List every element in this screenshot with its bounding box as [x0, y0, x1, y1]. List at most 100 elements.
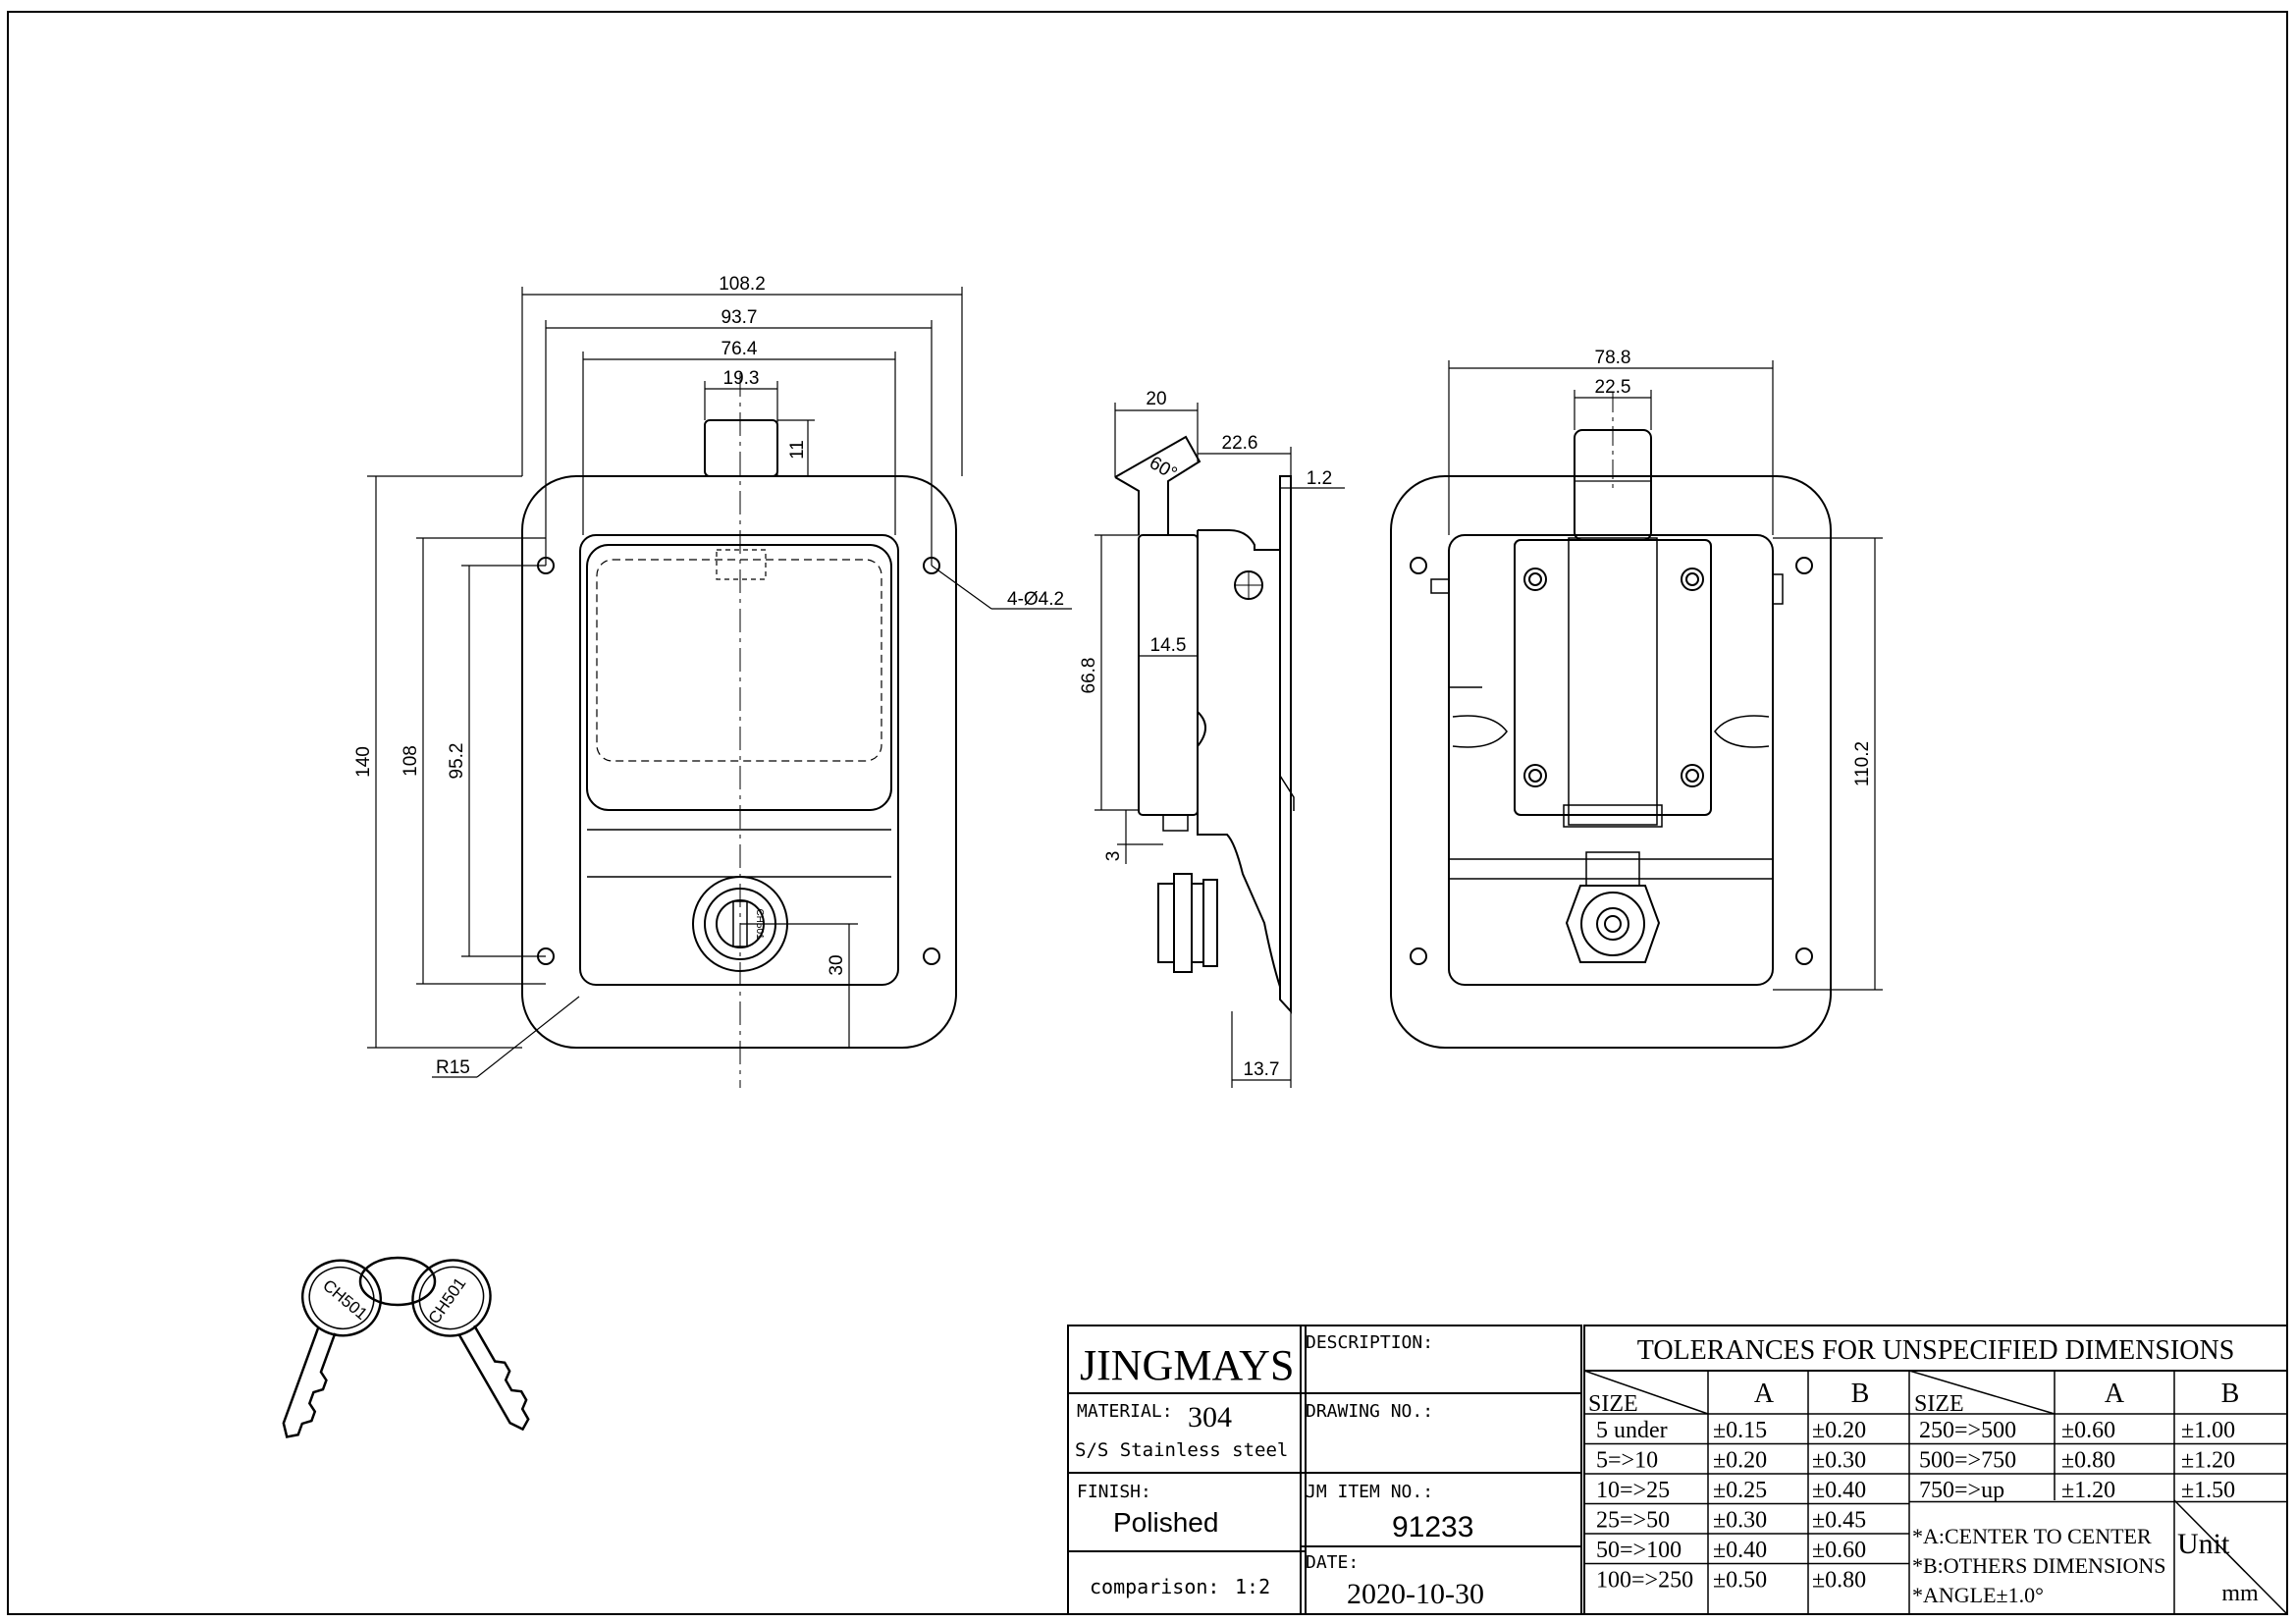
comparison-label: comparison: [1090, 1575, 1219, 1598]
tolerance-size: 750=>up [1919, 1478, 2004, 1503]
tolerance-b: ±0.40 [1812, 1478, 1866, 1503]
back-pan [1448, 534, 1774, 986]
key-right-label: CH501 [425, 1274, 470, 1327]
side-view [1095, 403, 1345, 1088]
tolerance-b: ±0.30 [1812, 1448, 1866, 1474]
material-label: MATERIAL: [1077, 1401, 1173, 1422]
dim-depth: 22.6 [1222, 433, 1258, 454]
comparison-value: 1:2 [1235, 1575, 1270, 1598]
tolerance-b: ±1.00 [2181, 1418, 2235, 1443]
key-left-label: CH501 [319, 1276, 371, 1325]
drawing-no-label: DRAWING NO.: [1306, 1401, 1433, 1422]
tolerance-b: ±1.20 [2181, 1448, 2235, 1474]
side-lock-cylinder [1157, 883, 1175, 963]
tolerance-b: ±0.20 [1812, 1418, 1866, 1443]
front-lock-label: CH501 [754, 908, 765, 940]
unit-diagonal [2173, 1499, 2288, 1615]
side-plate [1279, 475, 1292, 1014]
dim-lever: 20 [1146, 389, 1166, 409]
front-handle-inner [596, 559, 882, 762]
keys [282, 1256, 530, 1438]
tolerance-title: TOLERANCES FOR UNSPECIFIED DIMENSIONS [1637, 1335, 2235, 1366]
back-view [1390, 360, 1883, 1049]
col-a-header: A [1754, 1379, 1775, 1409]
title-block [1067, 1325, 2288, 1615]
dim-lock-offset: 30 [827, 954, 847, 975]
date-value: 2020-10-30 [1347, 1578, 1484, 1610]
back-view-labels: 78.8 22.5 110.2 [1595, 348, 1873, 786]
dim-inner: 14.5 [1150, 635, 1187, 656]
unit-value: mm [2221, 1581, 2259, 1606]
material-value: 304 [1188, 1401, 1232, 1434]
front-handle [586, 544, 892, 811]
key-left [282, 1259, 383, 1438]
dim-small: 3 [1103, 851, 1124, 862]
side-body [1197, 530, 1281, 988]
tolerance-a: ±0.60 [2061, 1418, 2115, 1443]
item-no-value: 91233 [1392, 1511, 1473, 1543]
finish-value: Polished [1113, 1507, 1218, 1538]
col-b-header: B [1851, 1379, 1870, 1409]
back-outer-plate [1390, 475, 1832, 1049]
key-right [411, 1259, 530, 1432]
front-pan [579, 534, 899, 986]
dim-height: 66.8 [1079, 658, 1099, 694]
tolerance-a: ±0.40 [1713, 1538, 1767, 1563]
dim-width-holes: 93.7 [721, 307, 758, 328]
dim-bottom: 13.7 [1244, 1059, 1280, 1080]
tolerance-note: *ANGLE±1.0° [1912, 1583, 2044, 1607]
dim-width-bolt: 19.3 [723, 368, 760, 389]
tolerance-size: 50=>100 [1596, 1538, 1682, 1563]
tolerance-a: ±0.80 [2061, 1448, 2115, 1474]
dim-back-bolt: 22.5 [1595, 377, 1631, 398]
tolerance-table: TOLERANCES FOR UNSPECIFIED DIMENSIONS SI… [1583, 1335, 2288, 1615]
tolerance-size: 10=>25 [1596, 1478, 1670, 1503]
col-a-header-right: A [2105, 1379, 2125, 1409]
back-lock-nut [1565, 885, 1661, 963]
dim-height-bolt: 11 [787, 440, 808, 460]
material-desc: S/S Stainless steel [1075, 1439, 1288, 1461]
tolerance-size: 5=>10 [1596, 1448, 1658, 1474]
dim-radius: R15 [436, 1057, 470, 1078]
key-ring [358, 1256, 437, 1307]
tolerance-a: ±1.20 [2061, 1478, 2115, 1503]
front-view-labels: 108.2 93.7 76.4 19.3 11 140 108 95.2 30 … [353, 274, 1064, 1078]
col-b-header-right: B [2221, 1379, 2240, 1409]
dim-holes: 4-Ø4.2 [1007, 589, 1064, 610]
size-header-diagonal [1583, 1370, 1709, 1415]
tolerance-a: ±0.25 [1713, 1478, 1767, 1503]
dim-height-pan: 95.2 [447, 743, 467, 780]
front-bolt [704, 419, 778, 477]
item-no-label: JM ITEM NO.: [1306, 1482, 1433, 1502]
date-label: DATE: [1306, 1552, 1359, 1573]
tolerance-b: ±0.60 [1812, 1538, 1866, 1563]
tolerance-size: 25=>50 [1596, 1508, 1670, 1534]
tolerance-size: 500=>750 [1919, 1448, 2016, 1474]
side-handle [1138, 534, 1199, 816]
size-header-right: SIZE [1914, 1391, 1964, 1417]
size-header: SIZE [1588, 1391, 1638, 1417]
tolerance-size: 100=>250 [1596, 1568, 1693, 1594]
dim-height-overall: 140 [353, 746, 374, 778]
side-view-labels: 20 22.6 1.2 60° 66.8 14.5 3 13.7 [1079, 389, 1332, 1080]
tolerance-a: ±0.20 [1713, 1448, 1767, 1474]
company-name: JINGMAYS [1080, 1341, 1294, 1389]
tolerance-a: ±0.50 [1713, 1568, 1767, 1594]
side-lever [1114, 435, 1201, 535]
dim-width-pan: 76.4 [721, 339, 758, 359]
dim-back-height: 110.2 [1852, 741, 1873, 786]
front-view [367, 287, 1072, 1088]
tolerance-b: ±1.50 [2181, 1478, 2235, 1503]
tolerance-b: ±0.45 [1812, 1508, 1866, 1534]
tolerance-b: ±0.80 [1812, 1568, 1866, 1594]
description-label: DESCRIPTION: [1306, 1332, 1433, 1353]
tolerance-a: ±0.15 [1713, 1418, 1767, 1443]
tolerance-note: *B:OTHERS DIMENSIONS [1912, 1553, 2166, 1578]
dim-height-holes: 108 [400, 745, 421, 777]
dim-back-width: 78.8 [1595, 348, 1631, 368]
finish-label: FINISH: [1077, 1482, 1151, 1502]
dim-plate: 1.2 [1307, 468, 1332, 489]
back-lock [1580, 892, 1645, 956]
tolerance-size: 5 under [1596, 1418, 1668, 1443]
